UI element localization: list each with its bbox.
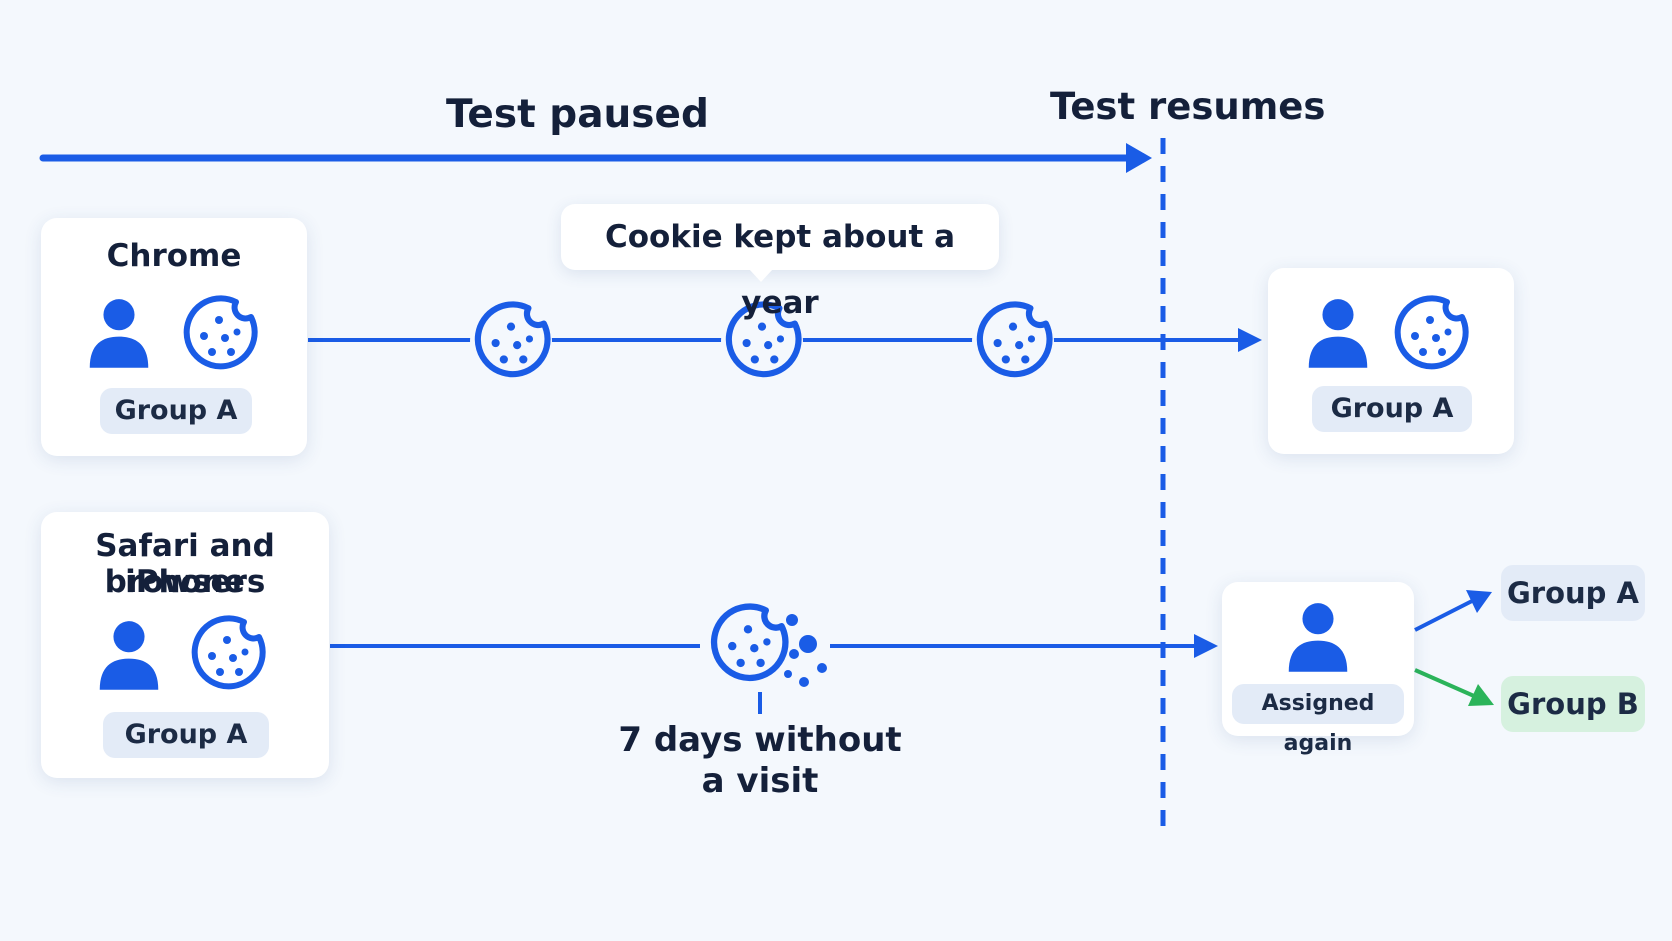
safari-flow-arrowhead	[1194, 634, 1218, 658]
branch-a-arrowhead	[1466, 590, 1492, 613]
cookie-icon	[187, 614, 267, 694]
cookie-icon	[1390, 294, 1470, 374]
safari-title-line2: browsers	[104, 564, 266, 600]
expiry-label-line1: 7 days without	[618, 720, 902, 760]
timeline-arrowhead	[1126, 143, 1152, 173]
user-icon	[87, 294, 151, 372]
cookie-icon	[972, 300, 1054, 382]
chrome-result-group-badge: Group A	[1312, 386, 1472, 432]
cookie-icon	[721, 300, 803, 382]
test-resumes-label: Test resumes	[1050, 85, 1326, 128]
chrome-flow-arrowhead	[1238, 328, 1262, 352]
chrome-result-card: Group A	[1268, 268, 1514, 454]
chrome-group-badge: Group A	[100, 388, 252, 434]
cookie-icon	[470, 300, 552, 382]
cookie-lifetime-callout: Cookie kept about a year	[561, 204, 999, 321]
user-icon	[1286, 600, 1350, 674]
branch-b-arrowhead	[1468, 684, 1494, 706]
chrome-title: Chrome	[106, 238, 242, 274]
assigned-again-badge: Assigned again	[1232, 684, 1404, 756]
branch-to-group-b	[1414, 668, 1475, 698]
callout-pointer	[749, 269, 773, 282]
safari-card: Safari and iPhone browsers Group A	[41, 512, 329, 778]
cookie-icon	[179, 294, 259, 374]
expiry-label-line2: a visit	[701, 761, 819, 801]
chrome-card: Chrome Group A	[41, 218, 307, 456]
safari-title-line1: Safari and iPhone	[95, 528, 275, 600]
outcome-group-a-badge: Group A	[1501, 565, 1645, 621]
outcome-group-b-badge: Group B	[1501, 676, 1645, 732]
user-icon	[97, 616, 161, 694]
reassignment-card: Assigned again	[1222, 582, 1414, 756]
branch-to-group-a	[1414, 598, 1475, 632]
user-icon	[1306, 294, 1370, 372]
safari-group-badge: Group A	[103, 712, 269, 758]
cookie-lifetime-text: Cookie kept about a year	[604, 219, 956, 321]
crumbling-cookie-icon	[700, 598, 830, 692]
test-paused-label: Test paused	[446, 92, 709, 137]
